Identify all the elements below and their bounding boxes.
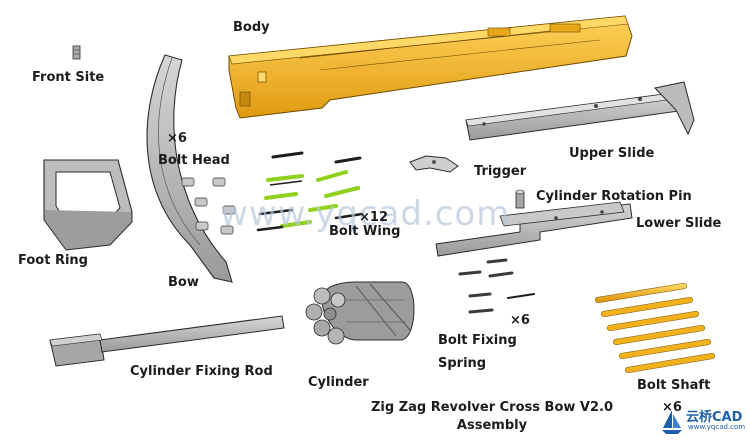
label-cylinder-fixing-rod: Cylinder Fixing Rod: [130, 364, 273, 379]
label-trigger: Trigger: [474, 164, 527, 179]
cylinder-rotation-pin-part: [515, 189, 525, 209]
label-cylinder-rotation-pin: Cylinder Rotation Pin: [536, 189, 692, 204]
watermark: www.yqcad.com: [220, 194, 511, 234]
label-bolt-head: Bolt Head: [158, 153, 230, 168]
label-upper-slide: Upper Slide: [569, 146, 655, 161]
label-foot-ring: Foot Ring: [18, 253, 88, 268]
label-bow: Bow: [168, 275, 199, 290]
cylinder-part: [305, 281, 415, 345]
label-bolt-shaft-count: ×6: [662, 400, 682, 415]
lower-slide-part: [435, 201, 633, 257]
sailboat-icon: [662, 410, 682, 434]
foot-ring-part: [43, 159, 133, 251]
bolt-wing-parts: [256, 151, 364, 232]
body-part: [228, 15, 633, 119]
cylinder-fixing-rod-part: [49, 315, 285, 367]
bow-part: [146, 54, 233, 283]
label-cylinder: Cylinder: [308, 375, 369, 390]
logo-text: 云桥CAD: [686, 410, 743, 425]
label-bolt-head-count: ×6: [167, 131, 187, 146]
label-spring: Spring: [438, 356, 487, 371]
label-lower-slide: Lower Slide: [636, 216, 722, 231]
label-bolt-wing: Bolt Wing: [329, 224, 401, 239]
upper-slide-part: [465, 81, 695, 141]
label-bolt-fixing-count: ×6: [510, 313, 530, 328]
logo-url: www.yqcad.com: [688, 423, 746, 431]
label-bolt-fixing: Bolt Fixing: [438, 333, 517, 348]
diagram-title-line1: Zig Zag Revolver Cross Bow V2.0: [370, 400, 613, 415]
front-site-part: [72, 45, 81, 60]
bolt-head-parts: [181, 177, 236, 235]
site-logo: 云桥CAD www.yqcad.com: [660, 406, 748, 438]
bolt-shaft-parts: [595, 283, 715, 373]
label-bolt-shaft: Bolt Shaft: [637, 378, 711, 393]
trigger-part: [409, 155, 459, 173]
label-bolt-wing-count: ×12: [359, 210, 388, 225]
label-front-site: Front Site: [32, 70, 105, 85]
diagram-title-line2: Assembly: [456, 418, 528, 433]
bolt-fixing-parts: [458, 258, 535, 314]
label-body: Body: [233, 20, 270, 35]
